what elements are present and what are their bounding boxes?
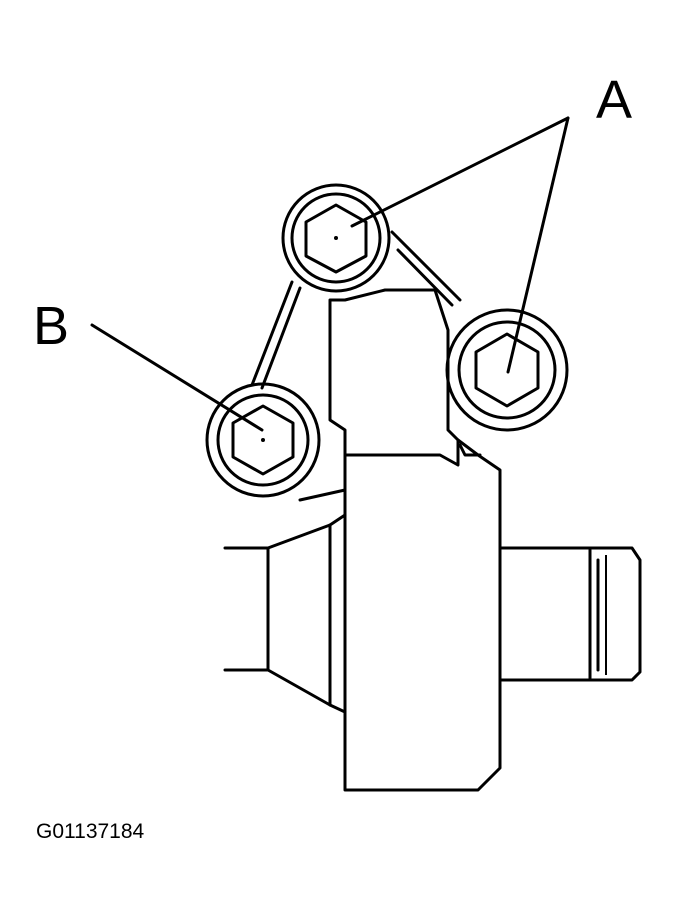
bolt-a-top — [281, 183, 391, 293]
bracket-outline — [223, 230, 642, 792]
leader-lines — [90, 116, 570, 432]
callout-a-label: A — [596, 70, 632, 130]
figure-code: G01137184 — [36, 820, 145, 843]
callout-b-label: B — [33, 296, 69, 356]
bolt-b — [205, 382, 321, 498]
bolt-a-right — [445, 308, 569, 432]
